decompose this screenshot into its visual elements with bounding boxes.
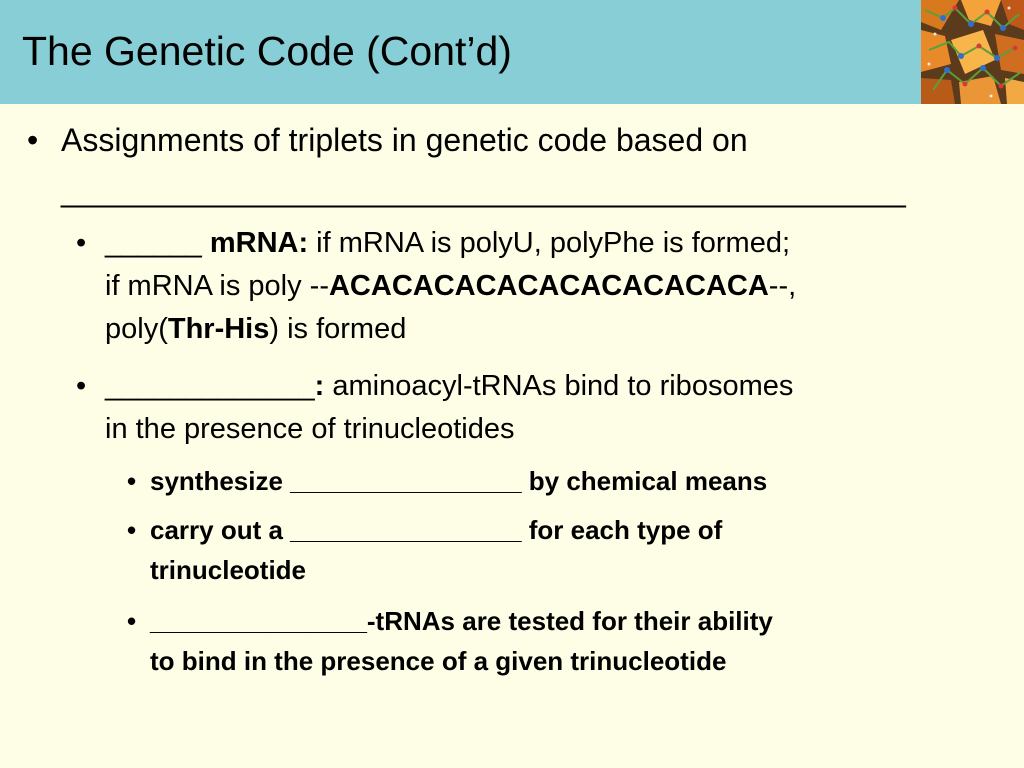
bullet-marker: • [127, 466, 137, 496]
bullet-level1-blank: ________________________________________… [61, 172, 906, 208]
blank-field: _____________ [105, 370, 315, 402]
bullet-marker: • [127, 515, 137, 545]
mrna-text-line3-prefix: poly( [105, 313, 168, 345]
bullet-marker: • [27, 122, 39, 158]
molecule-photo-icon [921, 0, 1024, 104]
binding-text-line1: aminoacyl-tRNAs bind to ribosomes [324, 370, 794, 402]
blank-field: ______ [105, 227, 202, 259]
bullet-marker: • [127, 606, 137, 636]
title-bar: The Genetic Code (Cont’d) [0, 0, 1024, 104]
bullet-level1-line1: Assignments of triplets in genetic code … [61, 122, 748, 158]
bullet-level3-2-line2: trinucleotide [150, 555, 307, 585]
bullet-level3-3-line1: _______________-tRNAs are tested for the… [150, 606, 773, 636]
bullet-level3-3-line2: to bind in the presence of a given trinu… [150, 646, 727, 676]
slide-title: The Genetic Code (Cont’d) [22, 28, 512, 74]
bullet-level3-2-line1: carry out a ________________ for each ty… [150, 515, 723, 545]
bullet-level3-1-line1: synthesize ________________ by chemical … [150, 466, 768, 496]
binding-label: : [314, 370, 325, 402]
mrna-text-line1: if mRNA is polyU, polyPhe is formed; [308, 227, 791, 259]
binding-text-line2: in the presence of trinucleotides [105, 413, 515, 445]
mrna-text-line2-suffix: --, [768, 270, 797, 302]
acaca-sequence: ACACACACACACACACACACA [328, 270, 769, 302]
thr-his: Thr-His [167, 313, 270, 345]
mrna-text-line2-prefix: if mRNA is poly -- [105, 270, 329, 302]
bullet-marker: • [76, 370, 87, 402]
mrna-text-line3-suffix: ) is formed [269, 313, 407, 345]
mrna-label: mRNA: [209, 227, 309, 259]
bullet-marker: • [76, 227, 87, 259]
